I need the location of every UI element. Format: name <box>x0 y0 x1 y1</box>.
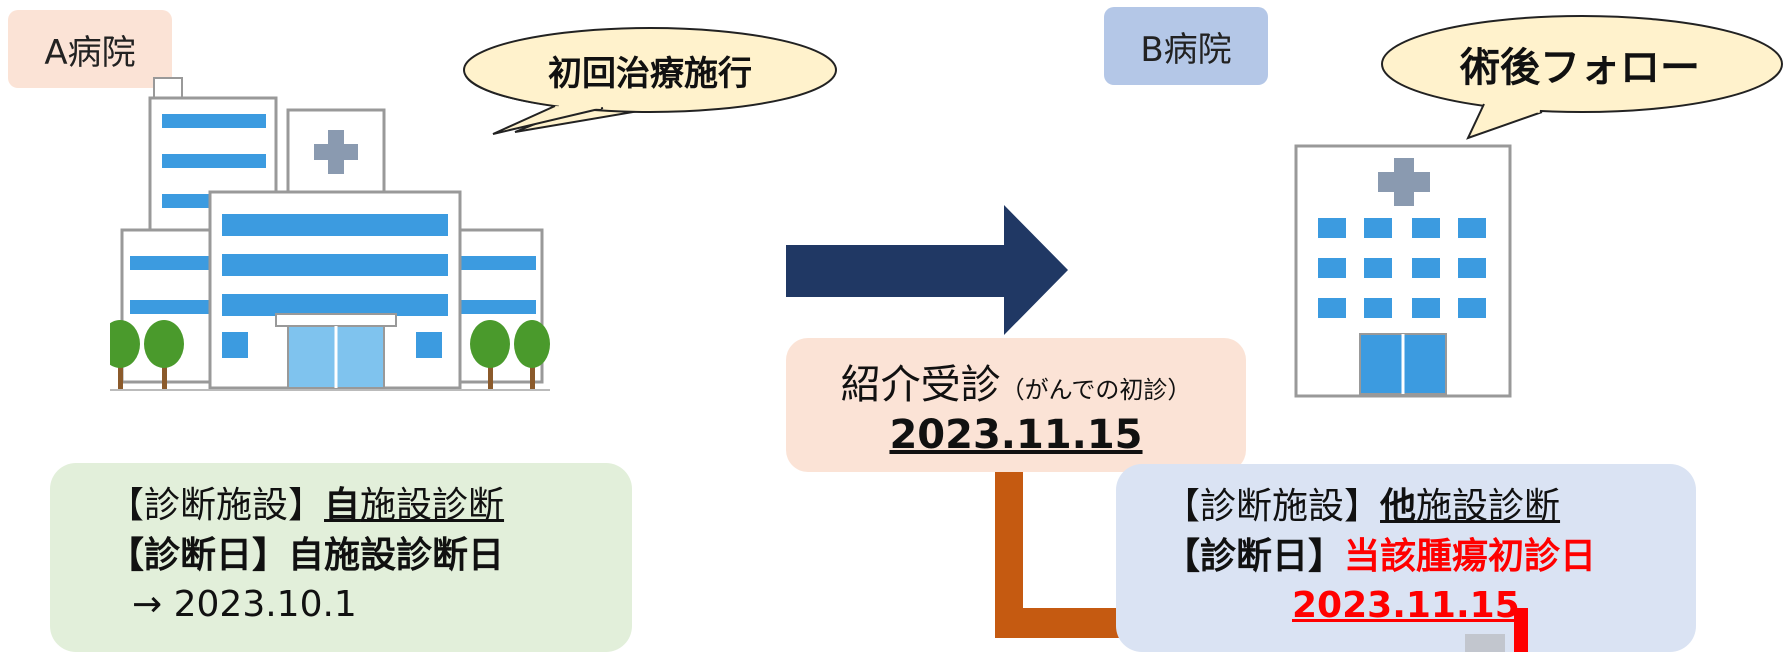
hospital-b-date-label: 【診断日】当該腫瘍初診日 <box>1164 532 1696 582</box>
hospital-b-date-line: 2023.11.15 <box>1164 581 1696 631</box>
referral-date: 2023.11.15 <box>889 412 1143 458</box>
facility-rest: 施設診断 <box>1416 486 1561 527</box>
hospital-a-building-icon <box>110 77 550 391</box>
referral-box: 紹介受診（がんでの初診） 2023.11.15 <box>786 338 1246 472</box>
hospital-a-date-label: 【診断日】自施設診断日 <box>108 534 505 576</box>
facility-prefix: 【診断施設】 <box>1164 486 1381 527</box>
hospital-a-bubble-text: 初回治療施行 <box>548 53 752 94</box>
date-label-prefix: 【診断日】 <box>1164 535 1345 577</box>
facility-bold: 他 <box>1380 486 1417 527</box>
exclamation-icon <box>1465 608 1528 652</box>
hospital-b-facility-line: 【診断施設】他施設診断 <box>1164 482 1696 532</box>
hospital-b-info-box: 【診断施設】他施設診断 【診断日】当該腫瘍初診日 2023.11.15 <box>1116 464 1696 652</box>
hospital-a-label: A病院 <box>8 10 172 88</box>
hospital-b-building-icon <box>1294 144 1512 398</box>
hospital-a-date-value: → 2023.10.1 <box>132 584 357 626</box>
facility-prefix: 【診断施設】 <box>108 485 325 526</box>
facility-rest: 施設診断 <box>360 485 505 526</box>
hospital-a-facility-line: 【診断施設】自施設診断 <box>108 481 632 531</box>
hospital-b-label-text: B病院 <box>1140 29 1232 70</box>
hospital-b-date-value: 2023.11.15 <box>1292 585 1520 627</box>
hospital-a-speech-bubble <box>463 27 837 135</box>
facility-bold: 自 <box>324 485 361 526</box>
referral-note: （がんでの初診） <box>1000 376 1192 404</box>
hospital-b-bubble-text: 術後フォロー <box>1460 45 1700 91</box>
hospital-b-speech-bubble <box>1381 15 1783 140</box>
hospital-a-label-text: A病院 <box>44 32 136 73</box>
referral-label: 紹介受診 <box>840 362 1001 408</box>
hospital-a-info-box: 【診断施設】自施設診断 【診断日】自施設診断日 → 2023.10.1 <box>50 463 632 652</box>
transfer-arrow <box>786 205 1068 335</box>
hospital-b-label: B病院 <box>1104 7 1268 85</box>
date-label-highlight: 当該腫瘍初診日 <box>1344 535 1597 577</box>
